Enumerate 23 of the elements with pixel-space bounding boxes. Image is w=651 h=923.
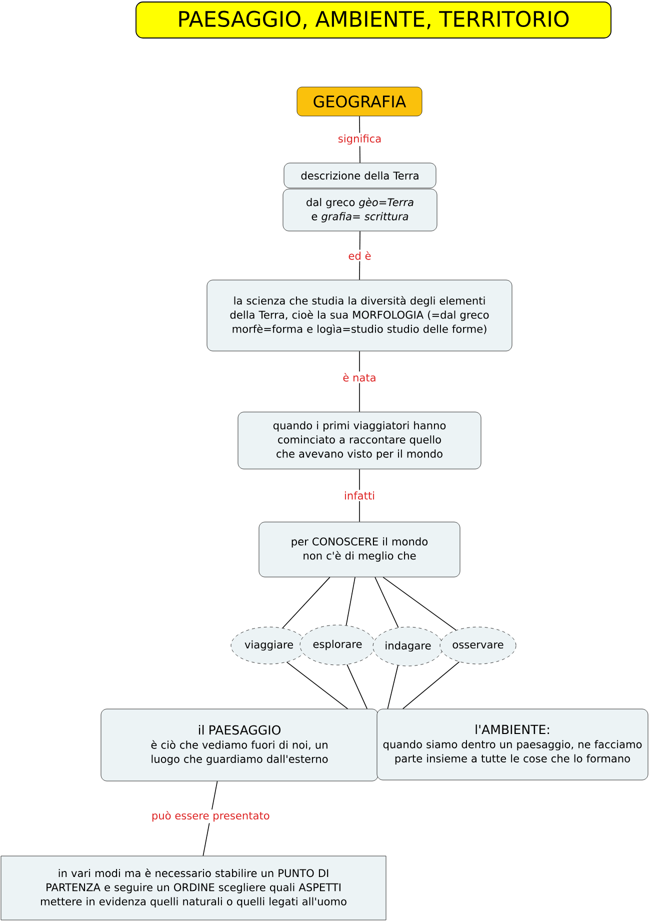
link-label: significa	[336, 132, 384, 146]
concept-box: quando i primi viaggiatori hanno cominciato a raccontare quello che avevano visto per il mondo	[238, 412, 482, 470]
connector-line	[346, 664, 368, 710]
link-label: ed è	[346, 250, 373, 262]
link-label: può essere presentato	[150, 809, 272, 824]
concept-box: l'AMBIENTE: quando siamo dentro un paesaggio, ne facciamo parte insieme a tutte le cose che lo formano	[376, 708, 648, 780]
connector-line	[282, 576, 330, 628]
title-banner: PAESAGGIO, AMBIENTE, TERRITORIO	[136, 2, 612, 38]
connector-line	[346, 576, 356, 626]
connector-line	[387, 664, 398, 710]
concept-box: in vari modi ma è necessario stabilire un PUNTO DI PARTENZA e seguire un ORDINE scegliere quali ASPETTI mettere in evidenza quelli naturali o quelli legati all'uomo	[0, 856, 386, 920]
concept-box: il PAESAGGIO è ciò che vediamo fuori di noi, un luogo che guardiamo dall'esterno	[100, 708, 378, 782]
concept-box: la scienza che studia la diversità degli elementi della Terra, cioè la sua MORFOLOGIA (=dal greco morfè=forma e logìa=studio studio delle forme)	[206, 280, 512, 352]
concept-box: dal greco gèo=Terra e grafia= scrittura	[282, 188, 438, 232]
link-label: infatti	[342, 490, 376, 502]
connector-line	[382, 576, 456, 631]
connector-line	[286, 662, 348, 710]
link-label: è nata	[341, 371, 378, 384]
concept-box: descrizione della Terra	[284, 162, 436, 188]
main-concept-box: GEOGRAFIA	[296, 86, 422, 116]
concept-box: per CONOSCERE il mondo non c'è di meglio che	[258, 522, 460, 578]
connector-line	[402, 661, 460, 710]
connector-line	[374, 576, 399, 628]
